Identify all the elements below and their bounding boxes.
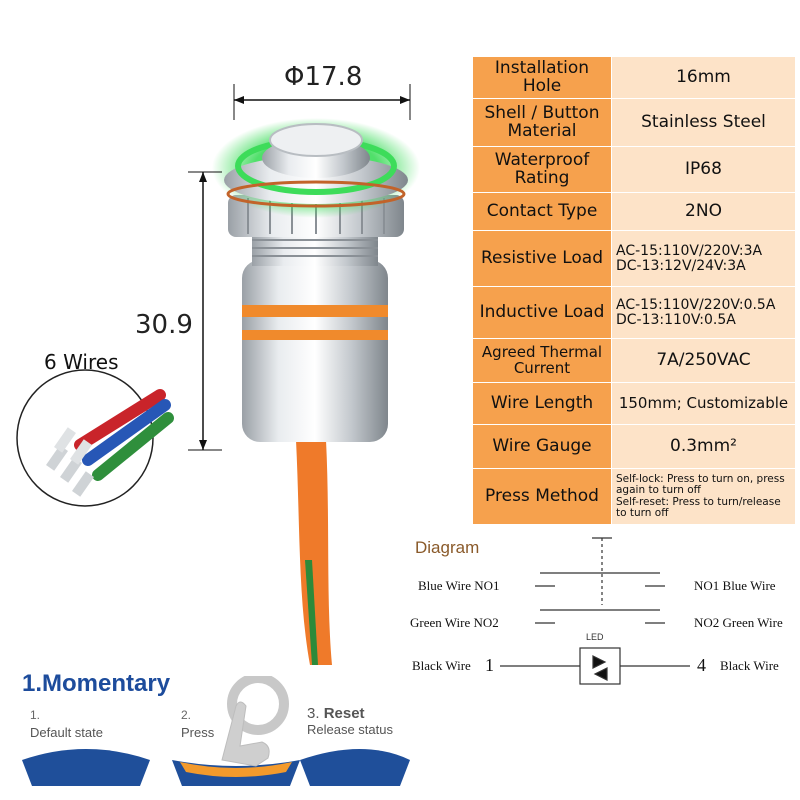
spec-value: 16mm [611, 56, 796, 99]
spec-value: 150mm; Customizable [611, 382, 796, 425]
spec-value-line: Self-reset: Press to turn/release to tur… [616, 495, 781, 519]
diagram-title: Diagram [415, 538, 480, 557]
spec-row: Resistive Load AC-15:110V/220V:3A DC-13:… [472, 230, 796, 287]
spec-value: 0.3mm² [611, 424, 796, 469]
diagram-left-label: Blue Wire NO1 [418, 578, 500, 593]
orange-band-2 [242, 330, 388, 340]
step-label: Press [181, 725, 215, 740]
switch-body [242, 260, 388, 442]
button-default-state [22, 749, 150, 786]
step-number: 2. [181, 708, 192, 722]
diagram-right-label: Black Wire [720, 658, 779, 673]
spec-key: Press Method [472, 468, 612, 525]
wires-label: 6 Wires [44, 350, 119, 374]
step-number: 1. [30, 708, 41, 722]
diameter-label: Φ17.8 [284, 62, 363, 92]
spec-row: Shell / Button Material Stainless Steel [472, 98, 796, 147]
led-label: LED [586, 632, 604, 642]
step-label: Release status [307, 722, 393, 737]
thread [252, 232, 378, 266]
wire-bundle [46, 389, 174, 497]
product-illustration [16, 84, 420, 665]
spec-value-line: AC-15:110V/220V:0.5A [616, 296, 776, 313]
pin-right: 4 [697, 655, 706, 675]
momentary-illustrations [22, 676, 410, 786]
spec-key: Wire Length [472, 382, 612, 425]
wiring-diagram: LED [500, 537, 690, 685]
momentary-title: 1.Momentary [22, 670, 171, 697]
spec-row: Wire Gauge 0.3mm² [472, 424, 796, 469]
spec-row: Installation Hole 16mm [472, 56, 796, 99]
green-wire [305, 560, 318, 665]
step-number: 3. [307, 705, 320, 722]
spec-table: Installation Hole 16mm Shell / Button Ma… [472, 56, 796, 525]
hand-press-icon [221, 676, 289, 767]
spec-value-line: Self-lock: Press to turn on, press again… [616, 473, 785, 497]
spec-key: Inductive Load [472, 286, 612, 339]
step-heading: 3. Reset [307, 705, 365, 722]
spec-value: Self-lock: Press to turn on, press again… [611, 468, 796, 525]
spec-key: Shell / Button Material [472, 98, 612, 147]
spec-key: Agreed Thermal Current [472, 338, 612, 383]
spec-value: AC-15:110V/220V:0.5A DC-13:110V:0.5A [611, 286, 796, 339]
button-reset-state [300, 749, 410, 786]
spec-key: Wire Gauge [472, 424, 612, 469]
spec-row: Wire Length 150mm; Customizable [472, 382, 796, 425]
diagram-right-label: NO2 Green Wire [694, 615, 783, 630]
spec-key: Waterproof Rating [472, 146, 612, 193]
spec-value: AC-15:110V/220V:3A DC-13:12V/24V:3A [611, 230, 796, 287]
pin-left: 1 [485, 655, 494, 675]
diagram-left-label: Black Wire [412, 658, 471, 673]
spec-value-line: DC-13:12V/24V:3A [616, 257, 746, 274]
push-button [269, 123, 363, 157]
spec-value: IP68 [611, 146, 796, 193]
spec-value-line: DC-13:110V:0.5A [616, 311, 736, 328]
diagram-left-label: Green Wire NO2 [410, 615, 499, 630]
spec-row: Inductive Load AC-15:110V/220V:0.5A DC-1… [472, 286, 796, 339]
spec-key: Resistive Load [472, 230, 612, 287]
spec-row: Press Method Self-lock: Press to turn on… [472, 468, 796, 525]
orange-cable [296, 440, 332, 665]
spec-row: Contact Type 2NO [472, 192, 796, 231]
spec-value: Stainless Steel [611, 98, 796, 147]
spec-row: Agreed Thermal Current 7A/250VAC [472, 338, 796, 383]
step-label: Default state [30, 725, 103, 740]
height-label: 30.9 [135, 310, 193, 340]
orange-band-1 [242, 305, 388, 317]
spec-value: 7A/250VAC [611, 338, 796, 383]
spec-value: 2NO [611, 192, 796, 231]
spec-row: Waterproof Rating IP68 [472, 146, 796, 193]
spec-value-line: AC-15:110V/220V:3A [616, 242, 763, 259]
step-bold-label: Reset [323, 705, 365, 722]
spec-key: Contact Type [472, 192, 612, 231]
spec-key: Installation Hole [472, 56, 612, 99]
diagram-right-label: NO1 Blue Wire [694, 578, 776, 593]
